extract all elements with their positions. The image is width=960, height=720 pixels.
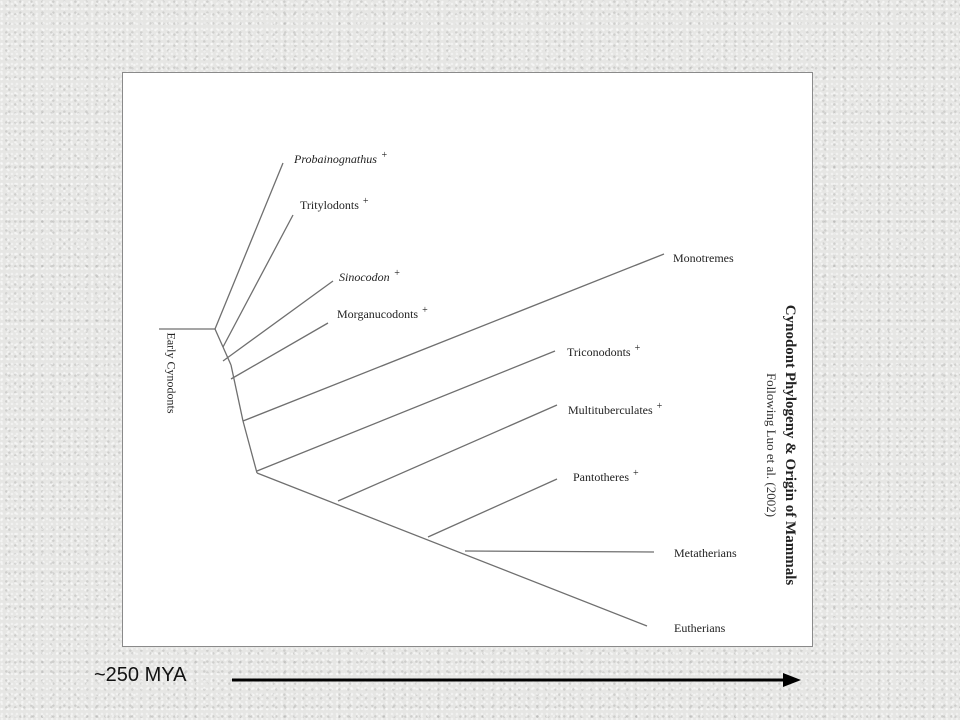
branch-monotremes [242,253,665,422]
root-label: Early Cynodonts [164,332,179,414]
timeline-label: ~250 MYA [94,664,187,686]
taxon-label-probainognathus: Probainognathus+ [294,150,388,167]
branch-sinocodon [222,280,334,362]
spine-segment-3 [230,364,244,422]
taxon-label-sinocodon: Sinocodon+ [339,268,401,285]
crown-spine [256,472,648,627]
timeline-arrow [232,673,801,687]
branch-pantotheres [427,478,558,538]
taxon-label-multituberculates: Multituberculates+ [568,401,663,418]
taxon-label-morganucodonts: Morganucodonts+ [337,305,428,322]
branch-morganucodonts [230,322,329,380]
taxon-label-tritylodonts: Tritylodonts+ [300,196,369,213]
branch-multituberculates [337,404,558,502]
diagram-title-block: Cynodont Phylogeny & Origin of Mammals F… [763,305,799,585]
spine-segment-2 [222,346,232,366]
diagram-panel: Probainognathus+ Tritylodonts+ Sinocodon… [122,72,813,647]
spine-segment-4 [242,420,258,474]
phylogeny-tree [159,162,665,627]
taxon-label-monotremes: Monotremes [673,251,734,265]
spine-segment-1 [214,328,224,348]
taxon-label-pantotheres: Pantotheres+ [573,468,639,485]
branch-metatherians [464,550,655,553]
taxon-label-eutherians: Eutherians [674,621,726,635]
branch-triconodonts [256,350,556,472]
branch-probainognathus [214,162,284,330]
diagram-subtitle: Following Luo et al. (2002) [764,372,779,518]
diagram-title: Cynodont Phylogeny & Origin of Mammals [782,304,798,586]
taxon-label-triconodonts: Triconodonts+ [567,343,641,360]
branch-tritylodonts [222,214,294,348]
taxon-label-metatherians: Metatherians [674,546,737,560]
timeline-arrow-head [783,673,801,687]
